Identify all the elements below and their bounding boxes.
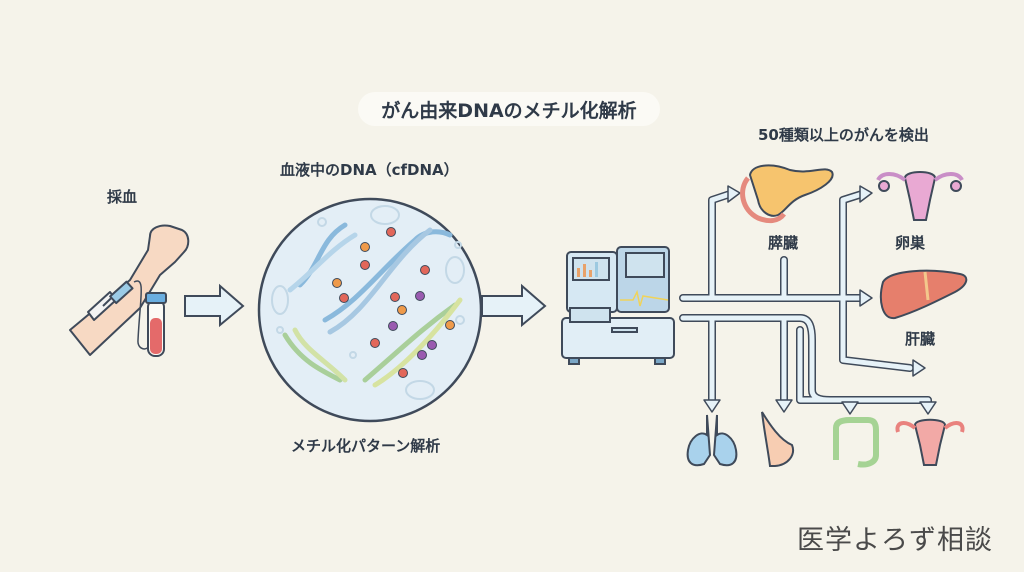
step-label-detection: 50種類以上のがんを検出 [758, 126, 929, 144]
step-label-blood-draw: 採血 [107, 188, 138, 206]
liver-icon [879, 269, 968, 320]
organ-label-pancreas: 膵臓 [768, 234, 799, 252]
watermark: 医学よろず相談 [797, 525, 993, 556]
pancreas-icon [740, 164, 834, 224]
organ-label-ovary: 卵巣 [895, 234, 926, 252]
breast-icon [761, 411, 794, 467]
step-label-methylation: メチル化パターン解析 [291, 437, 441, 455]
colon-icon [833, 417, 879, 468]
branch-arrows [679, 185, 937, 415]
organ-label-liver: 肝臓 [905, 330, 936, 348]
flow-arrow-2 [481, 283, 547, 328]
uterus-icon [895, 418, 965, 466]
arm-blood-draw-icon [69, 224, 190, 357]
flow-arrow-1 [184, 283, 245, 328]
step-label-cfdna: 血液中のDNA（cfDNA） [280, 161, 459, 179]
lungs-icon [686, 414, 738, 467]
diagram-title: がん由来DNAのメチル化解析 [358, 92, 660, 126]
cfdna-circle-icon [257, 197, 483, 423]
ovary-icon [876, 171, 964, 221]
sequencer-machine-icon [561, 246, 675, 365]
methyl-groups [332, 227, 455, 378]
